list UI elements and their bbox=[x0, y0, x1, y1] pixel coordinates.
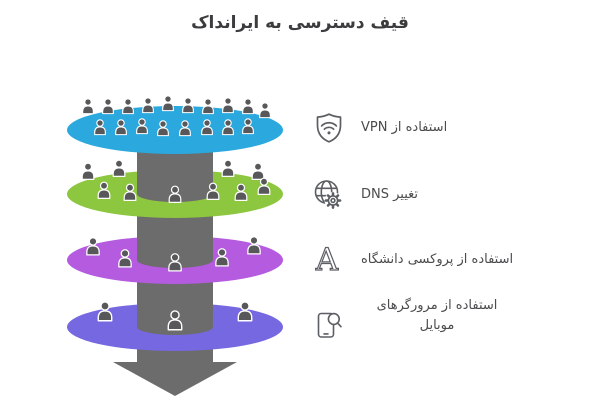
globe-gear-icon bbox=[314, 180, 342, 209]
legend-item-dns: تغییر DNS bbox=[311, 175, 418, 215]
legend-label-proxy: استفاده از پروکسی دانشگاه bbox=[361, 252, 514, 267]
legend-label-dns: تغییر DNS bbox=[361, 187, 419, 202]
funnel-column-through-dns bbox=[137, 164, 213, 202]
svg-text:A: A bbox=[315, 242, 339, 278]
funnel-arrow-head bbox=[113, 362, 237, 396]
page-title: قیف دسترسی به ایرانداک bbox=[191, 13, 409, 33]
funnel-column-through-proxy bbox=[137, 230, 213, 268]
letter-a-icon: A bbox=[314, 242, 339, 278]
shield-wifi-icon bbox=[316, 113, 342, 143]
legend-label-vpn: استفاده از VPN bbox=[361, 120, 448, 135]
legend-item-proxy: A استفاده از پروکسی دانشگاه bbox=[311, 240, 513, 280]
legend-item-mobile: استفاده از مرورگرهای موبایل bbox=[311, 298, 513, 347]
legend-item-vpn: استفاده از VPN bbox=[311, 108, 447, 148]
funnel-layer-vpn bbox=[67, 106, 283, 154]
legend-label-mobile: استفاده از مرورگرهای موبایل bbox=[376, 298, 498, 333]
phone-search-icon bbox=[317, 312, 342, 338]
